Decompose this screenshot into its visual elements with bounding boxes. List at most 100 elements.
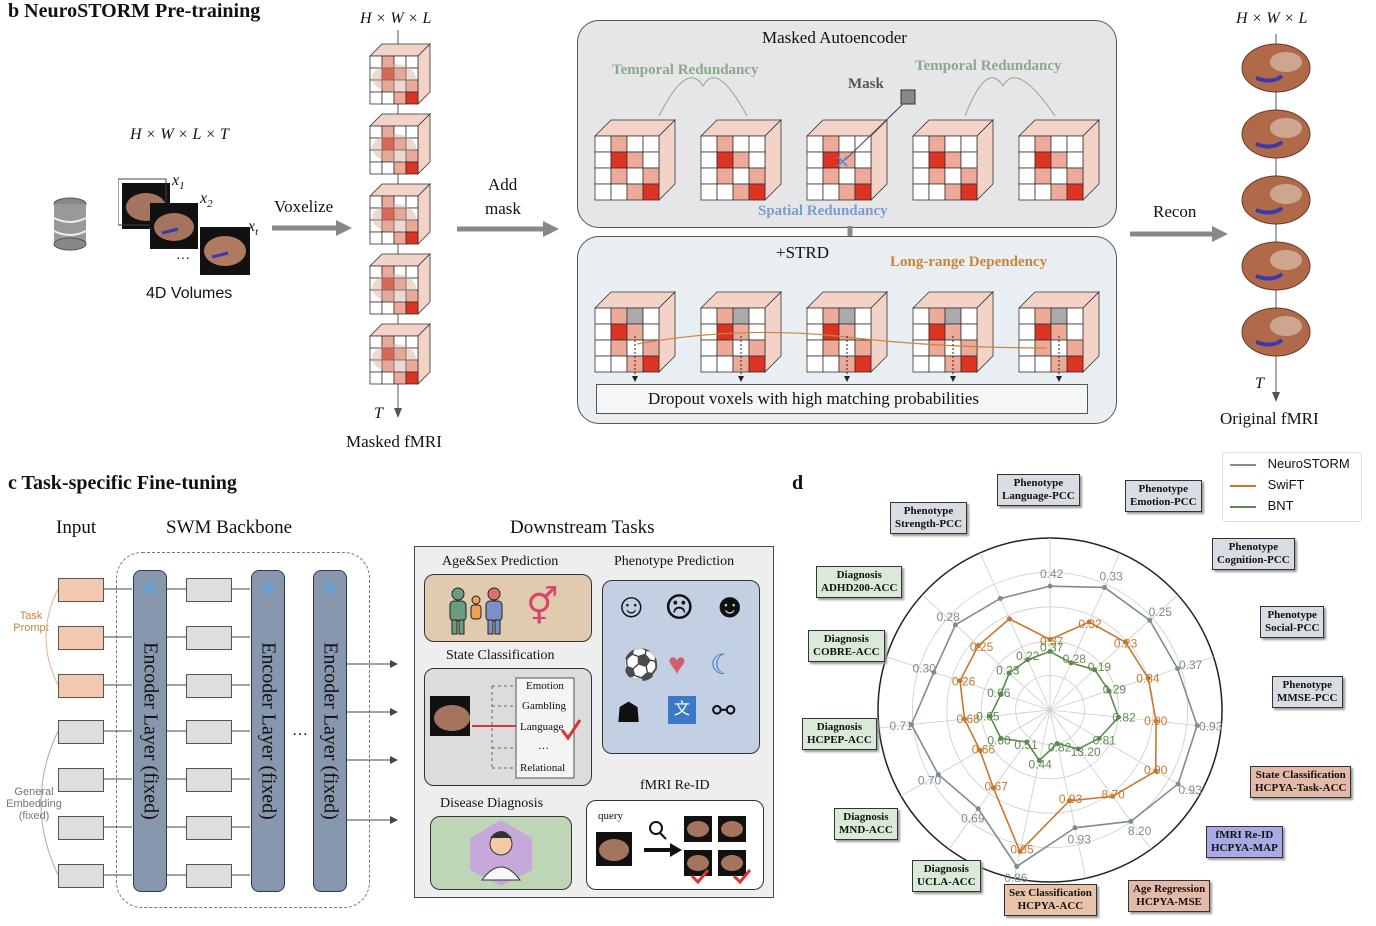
state-item-ellipsis: … xyxy=(538,740,549,752)
radar-spoke xyxy=(1049,709,1222,729)
long-range-label: Long-range Dependency xyxy=(890,254,1048,270)
database-icon xyxy=(52,196,88,257)
dots-label: … xyxy=(176,248,190,263)
mae-cube-2 xyxy=(700,119,782,201)
data-label: 0.33 xyxy=(1099,569,1123,583)
disease-diag-title: Disease Diagnosis xyxy=(440,796,544,811)
backbone-label: SWM Backbone xyxy=(166,517,293,538)
x2-label: x2 xyxy=(200,190,213,211)
radar-spoke xyxy=(886,656,1051,711)
data-point xyxy=(1153,768,1159,774)
query-label: query xyxy=(598,810,624,822)
data-point xyxy=(908,722,914,728)
voxelize-arrow xyxy=(272,220,352,236)
data-point xyxy=(935,772,941,777)
data-label: 0.86 xyxy=(1004,871,1028,885)
strd-cube-4 xyxy=(912,291,994,373)
data-label: 0.26 xyxy=(952,674,976,688)
gender-icon: ⚥ xyxy=(526,587,559,627)
data-label: 0.23 xyxy=(996,663,1020,677)
radar-spoke xyxy=(979,552,1051,711)
series-line-neurostorm xyxy=(910,585,1198,868)
panel-c-title: c Task-specific Fine-tuning xyxy=(8,472,237,494)
happy-face-icon: ☻ xyxy=(712,588,748,625)
data-point xyxy=(1075,746,1081,752)
data-label: 0.28 xyxy=(1063,652,1087,666)
data-label: 0.68 xyxy=(956,712,980,726)
recon-label: Recon xyxy=(1153,202,1197,221)
legend-item-swift: SwiFT xyxy=(1230,477,1304,492)
mae-cube-5 xyxy=(1018,119,1100,201)
mid-token-4 xyxy=(186,720,232,744)
t-label-masked: T xyxy=(374,405,383,422)
data-point xyxy=(1153,718,1159,724)
prompt-token-3 xyxy=(58,674,104,698)
group-icon: ☗ xyxy=(616,698,642,729)
original-fmri-label: Original fMRI xyxy=(1220,409,1319,428)
task-prompt-label: Task Prompt xyxy=(13,610,49,634)
mask-label: Mask xyxy=(848,76,884,92)
data-point xyxy=(1115,714,1121,720)
mae-cubes: ✕ xyxy=(594,77,1100,201)
radar-spoke xyxy=(1049,709,1152,850)
data-point xyxy=(975,806,981,812)
state-item-emotion: Emotion xyxy=(526,680,564,692)
data-label: 0.85 xyxy=(1010,842,1034,856)
doctor-icon xyxy=(470,820,532,886)
data-label: 0.70 xyxy=(918,774,942,788)
temporal-redundancy-left: Temporal Redundancy xyxy=(612,62,759,78)
volume-t xyxy=(200,227,250,275)
age-sex-title: Age&Sex Prediction xyxy=(442,554,559,569)
sleep-icon: ☾ xyxy=(710,650,736,681)
masked-fmri-cube-5 xyxy=(369,323,431,385)
data-point xyxy=(977,747,983,753)
data-label: 0.19 xyxy=(1088,660,1112,674)
encoder-layer-3: Encoder Layer (fixed) ❄ xyxy=(313,570,347,892)
masked-fmri-label: Masked fMRI xyxy=(346,432,442,451)
backbone-dashed-box xyxy=(116,552,370,908)
data-point xyxy=(1194,722,1200,728)
strd-cube-1 xyxy=(594,291,676,373)
embed-token-4 xyxy=(58,864,104,888)
data-point xyxy=(1128,818,1134,824)
radar-spoke xyxy=(1049,594,1179,711)
add-mask-arrow xyxy=(457,221,559,237)
masked-fmri-cube-3 xyxy=(369,183,431,245)
snowflake-icon: ❄ xyxy=(322,579,338,599)
mae-title: Masked Autoencoder xyxy=(762,28,907,47)
data-point xyxy=(998,691,1004,697)
data-label: 0.23 xyxy=(1114,636,1138,650)
data-point xyxy=(1068,660,1074,666)
state-cls-diagram xyxy=(430,677,582,779)
volume-stack xyxy=(117,175,258,290)
data-point xyxy=(990,785,996,791)
x1-label: x1 xyxy=(172,172,185,193)
data-point xyxy=(1014,863,1020,869)
data-point xyxy=(1092,667,1098,673)
radar-spoke xyxy=(1049,656,1214,711)
strd-cube-3 xyxy=(806,291,888,373)
data-label: 0.67 xyxy=(985,779,1009,793)
volumes-label: 4D Volumes xyxy=(146,285,233,302)
data-point xyxy=(1086,619,1092,625)
data-point xyxy=(931,669,937,675)
strd-label: +STRD xyxy=(776,243,830,262)
add-mask-label-1: Add xyxy=(488,175,518,194)
phenotype-pred-title: Phenotype Prediction xyxy=(614,554,735,569)
data-label: 0.25 xyxy=(1149,605,1173,619)
data-label: 8.70 xyxy=(1102,788,1126,802)
data-point xyxy=(1047,649,1053,655)
data-point xyxy=(1175,781,1181,787)
radar-spoke xyxy=(1049,709,1087,879)
data-label: 0.90 xyxy=(1144,763,1168,777)
radar-spoke xyxy=(921,594,1051,711)
